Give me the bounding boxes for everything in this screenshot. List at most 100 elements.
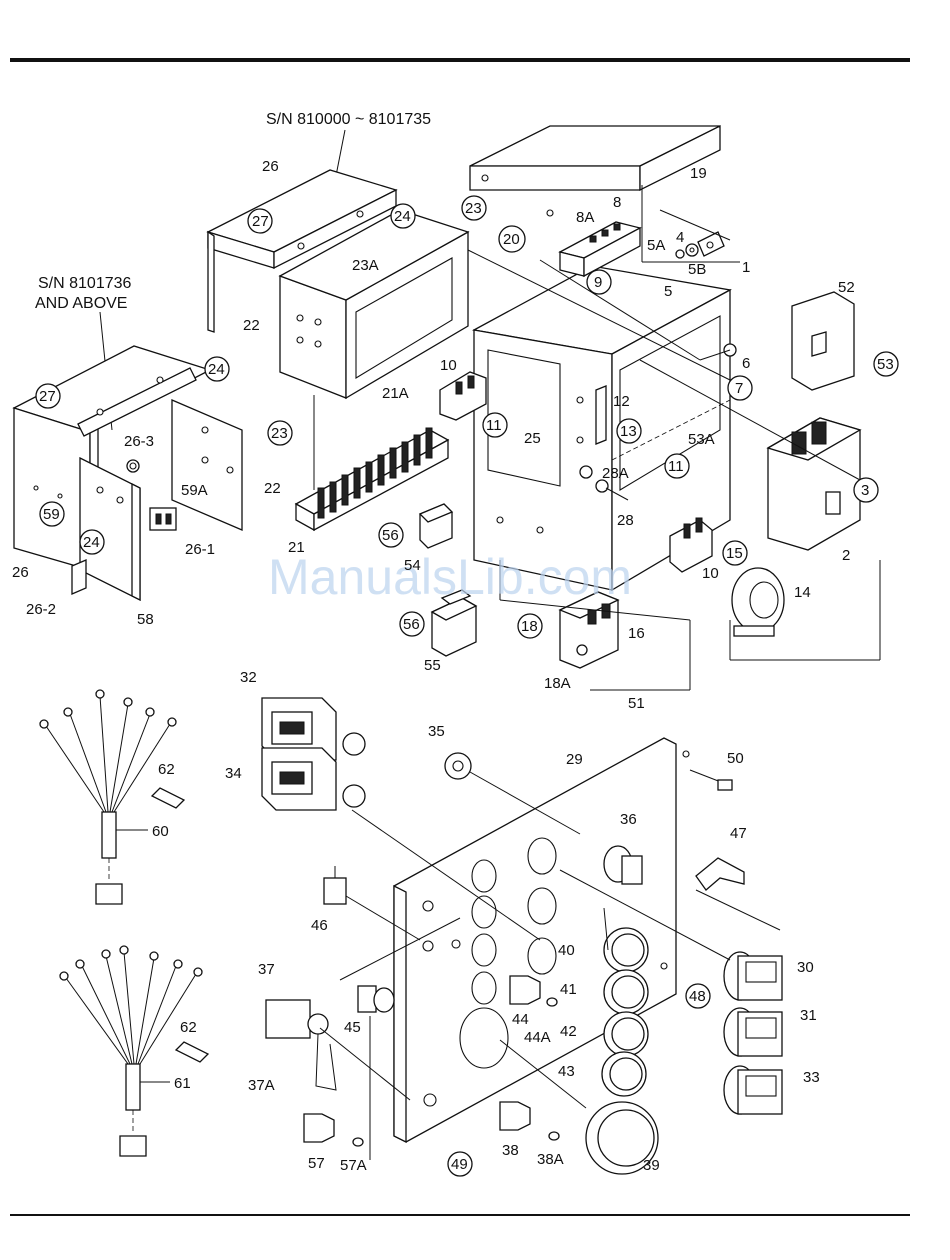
callout-49: 49 [451,1156,468,1173]
callout-24-top: 24 [394,208,411,225]
terminal-rail-21 [294,427,450,532]
callout-32: 32 [240,669,257,686]
wire-harness-60 [39,689,177,905]
bracket-47 [695,857,745,891]
callout-7: 7 [735,380,743,397]
callout-62-top: 62 [158,761,175,778]
gauges-40-43 [601,927,649,1097]
callout-23-top: 23 [465,200,482,217]
callout-42: 42 [560,1023,577,1040]
relay-54 [418,503,454,549]
callout-52: 52 [838,279,855,296]
callout-35: 35 [428,723,445,740]
callout-41: 41 [560,981,577,998]
callout-57A: 57A [340,1157,367,1174]
bracket-22-top [278,209,470,400]
cover-26-left [12,345,212,576]
leader-lines-bottom [339,809,781,1160]
callout-55: 55 [424,657,441,674]
callout-46: 46 [311,917,328,934]
top-rule [10,58,910,62]
callout-25: 25 [524,430,541,447]
callout-10-top: 10 [440,357,457,374]
callout-61: 61 [174,1075,191,1092]
meters-30-33 [723,951,783,1115]
callout-39: 39 [643,1157,660,1174]
callout-1: 1 [742,259,750,276]
callout-22-left: 22 [264,480,281,497]
serial-note-left-2: AND ABOVE [35,295,127,312]
callout-26-2: 26-2 [26,601,56,618]
serial-note-top: S/N 810000 ~ 8101735 [266,111,431,128]
callout-33: 33 [803,1069,820,1086]
callout-43: 43 [558,1063,575,1080]
switch-26-1 [149,507,177,531]
callout-5B: 5B [688,261,706,278]
callout-21A: 21A [382,385,409,402]
callout-10-bottom: 10 [702,565,719,582]
callout-54: 54 [404,557,421,574]
grommet-59A [126,459,140,473]
callout-44: 44 [512,1011,529,1028]
callout-60: 60 [152,823,169,840]
leader-lines-top [313,185,881,691]
callout-50: 50 [727,750,744,767]
callout-12: 12 [613,393,630,410]
callout-26-1: 26-1 [185,541,215,558]
callout-34: 34 [225,765,242,782]
meters-32-34 [261,697,366,811]
part-12 [595,385,607,445]
callout-5: 5 [664,283,672,300]
callout-22-top: 22 [243,317,260,334]
callout-28A: 28A [602,465,629,482]
callout-8A: 8A [576,209,594,226]
callout-56-top: 56 [382,527,399,544]
callout-27-top: 27 [252,213,269,230]
bottom-rule [10,1214,910,1216]
callout-29: 29 [566,751,583,768]
callout-11-top: 11 [486,417,502,434]
callout-44A: 44A [524,1029,551,1046]
callout-37A: 37A [248,1077,275,1094]
gauge-39 [585,1101,659,1175]
callout-62-bottom: 62 [180,1019,197,1036]
terminal-block-8 [558,221,642,278]
callout-26-3: 26-3 [124,433,154,450]
connector-10-bottom [669,517,713,573]
key-switch-37 [265,999,411,1101]
callout-26-left: 26 [12,564,29,581]
lamp-44 [509,975,558,1007]
callout-9: 9 [594,274,602,291]
bracket-22-left [171,399,243,531]
pot-35 [444,752,581,835]
callout-23-left: 23 [271,425,288,442]
callout-58: 58 [137,611,154,628]
callout-5A: 5A [647,237,665,254]
callout-3: 3 [861,482,869,499]
callout-18: 18 [521,618,538,635]
callout-6: 6 [742,355,750,372]
callout-14: 14 [794,584,811,601]
callout-24-left-bottom: 24 [83,534,100,551]
switch-36 [603,845,643,885]
callout-45: 45 [344,1019,361,1036]
cover-19 [469,124,721,217]
callout-labels: 26 27 24 23 23A 22 19 20 8A 8 9 5A 4 5B … [12,158,899,1177]
callout-57: 57 [308,1155,325,1172]
callout-53: 53 [877,356,894,373]
bracket-4 [675,231,725,259]
callout-47: 47 [730,825,747,842]
callout-16: 16 [628,625,645,642]
callout-38A: 38A [537,1151,564,1168]
part-26-2 [71,559,87,595]
part-6 [699,343,737,361]
callout-30: 30 [797,959,814,976]
callout-8: 8 [613,194,621,211]
callout-56-bottom: 56 [403,616,420,633]
callout-53A: 53A [688,431,715,448]
callout-31: 31 [800,1007,817,1024]
callout-15: 15 [726,545,743,562]
serial-note-left-1: S/N 8101736 [38,275,132,292]
terminal-cover-52 [791,291,855,391]
